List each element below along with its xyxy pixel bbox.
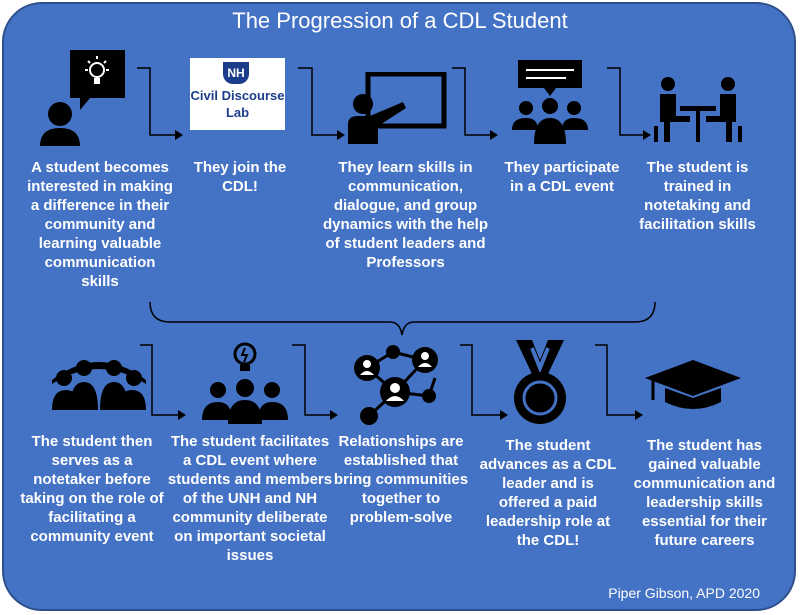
arrow-2-3 <box>298 67 337 136</box>
logo-shield: NH <box>223 62 249 84</box>
arrow-6-7 <box>140 344 178 416</box>
diagram-title: The Progression of a CDL Student <box>232 8 568 33</box>
idea-person-icon <box>40 50 125 146</box>
arrow-8-9 <box>460 344 500 416</box>
medal-icon <box>514 340 566 424</box>
credit-text: Piper Gibson, APD 2020 <box>608 585 760 601</box>
network-icon <box>354 345 438 425</box>
logo-line1: Civil Discourse <box>190 88 285 103</box>
logo-line2: Lab <box>225 105 250 120</box>
graduation-cap-icon <box>645 360 741 409</box>
step-3-text: They learn skills in communication, dial… <box>322 159 489 271</box>
step-6-text: The student then serves as a notetaker b… <box>20 433 164 545</box>
audience-icon <box>52 360 146 410</box>
step-8-text: Relationships are established that bring… <box>333 433 469 526</box>
arrow-1-2 <box>137 67 175 136</box>
arrow-7-8 <box>292 344 330 416</box>
step-4-text: They participate in a CDL event <box>504 159 620 195</box>
cdl-logo: NH Civil Discourse Lab <box>190 58 285 130</box>
arrow-4-5 <box>607 67 643 136</box>
meeting-table-icon <box>654 77 742 142</box>
step-7-text: The student facilitates a CDL event wher… <box>167 433 333 564</box>
step-1-text: A student becomes interested in making a… <box>27 159 173 290</box>
presenter-icon <box>348 72 447 144</box>
step-9-text: The student advances as a CDL leader and… <box>479 437 617 549</box>
step-5-text: The student is trained in notetaking and… <box>639 159 756 233</box>
step-10-text: The student has gained valuable communic… <box>633 437 776 549</box>
brace <box>149 301 656 336</box>
arrow-9-10 <box>595 344 635 416</box>
arrow-3-4 <box>452 67 490 136</box>
discussion-group-icon <box>512 60 588 144</box>
step-2-text: They join the CDL! <box>193 159 287 195</box>
team-idea-icon <box>202 342 288 424</box>
